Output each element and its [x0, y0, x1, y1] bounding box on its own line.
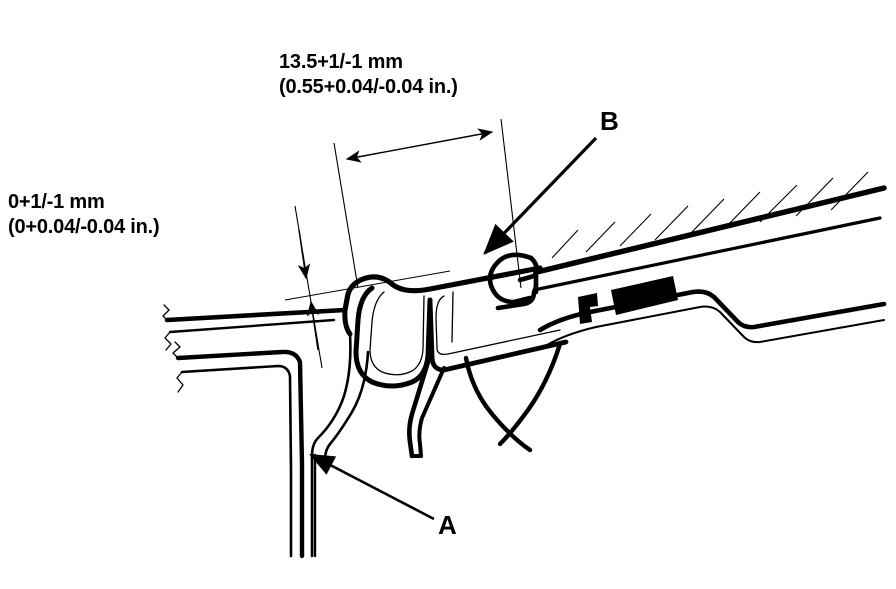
clip-lower-arm [495, 289, 537, 311]
adhesive-dam-spacer [578, 293, 598, 324]
glass-hatching [551, 171, 869, 259]
molding-leg2-left [463, 355, 533, 453]
molding-profile [342, 265, 569, 459]
molding-lip-a [310, 332, 352, 558]
molding-chamber-outline [353, 285, 433, 389]
body-panel-outer [537, 289, 887, 333]
molding-leg-outer [407, 359, 431, 459]
dimension-label-top-mm: 13.5+1/-1 mm [279, 51, 403, 73]
left-panel-upper-breakline-bottom [164, 331, 172, 351]
molding-chamber-inner [369, 291, 425, 376]
dimension-label-left: 0+1/-1 mm (0+0.04/-0.04 in.) [8, 190, 160, 240]
left-panel-upper-back [168, 318, 336, 334]
dim-left-reference-line [284, 270, 451, 301]
dim-top-ext-left [333, 142, 359, 289]
glass-outer-surface [534, 185, 887, 275]
molding-left-lip [342, 307, 353, 337]
clip-hook-curve [487, 252, 534, 305]
left-panel-lower-outer [175, 349, 305, 559]
dim-left-arrow-up [306, 300, 320, 351]
left-panel-lower-inner [180, 364, 293, 558]
glass-panel [532, 171, 887, 292]
dim-left-arrow-down [297, 229, 311, 280]
leader-b-line [483, 136, 598, 255]
glass-retaining-clip [487, 252, 539, 311]
left-panel-upper-face [164, 307, 348, 323]
leader-a-line [309, 453, 435, 521]
dim-top-line [345, 128, 494, 163]
body-panel-flange [537, 289, 887, 346]
leader-b [483, 136, 598, 255]
body-panel-inner [546, 305, 885, 346]
callout-label-a: A [438, 510, 457, 540]
molding-lip-a-inner [323, 350, 370, 462]
molding-web [427, 297, 569, 373]
clip-hook-tip [517, 255, 539, 283]
molding-top-surface [342, 265, 543, 313]
adjacent-panel-left [162, 304, 370, 559]
dimension-label-top-in: (0.55+0.04/-0.04 in.) [279, 76, 458, 98]
dim-top-ext-right [500, 118, 522, 289]
leader-a [309, 453, 435, 521]
glass-inner-surface [532, 216, 882, 292]
callout-label-b: B [600, 106, 619, 136]
dimension-left [284, 205, 451, 369]
molding-leg2-right [497, 341, 563, 447]
left-panel-lower-breakline-bottom [176, 371, 184, 393]
dimension-label-left-mm: 0+1/-1 mm [8, 191, 105, 213]
left-panel-upper-breakline-top [162, 304, 170, 321]
molding-leg-inner [417, 366, 446, 458]
dimension-top [333, 118, 522, 289]
dimension-label-top: 13.5+1/-1 mm (0.55+0.04/-0.04 in.) [279, 50, 458, 100]
dimension-label-left-in: (0+0.04/-0.04 in.) [8, 216, 160, 238]
molding-web-rib [451, 291, 454, 343]
left-panel-lower-breakline-top [172, 341, 181, 359]
molding-web-inner [435, 295, 561, 356]
